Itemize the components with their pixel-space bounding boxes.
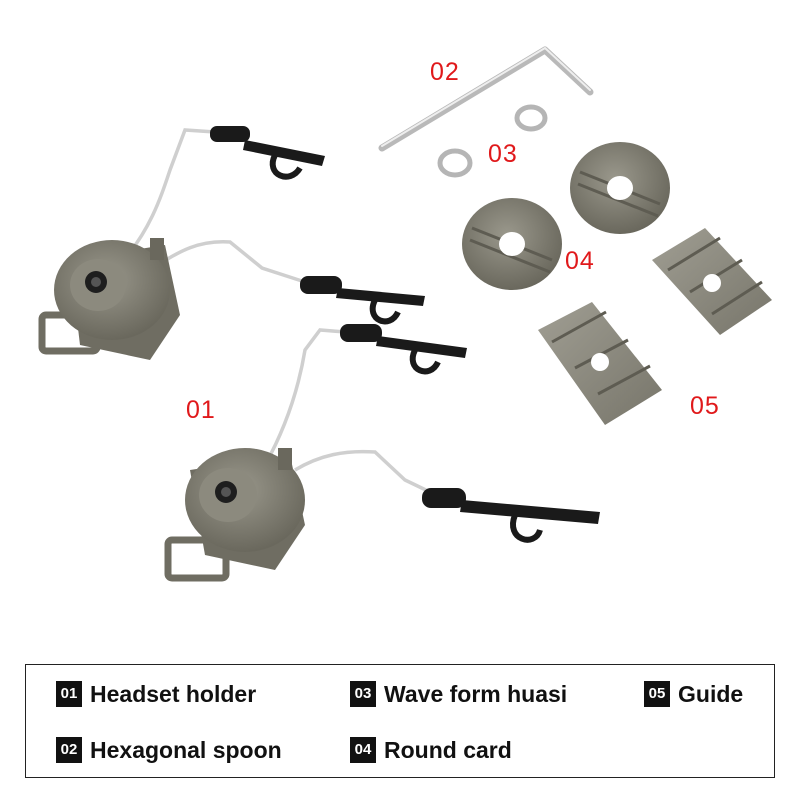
legend-item-hexagonal-spoon: 02 Hexagonal spoon <box>56 735 282 765</box>
clip-black <box>300 276 425 325</box>
label-02: 02 <box>430 58 460 86</box>
guide-rail <box>652 228 772 335</box>
round-card <box>570 142 670 234</box>
legend-text: Wave form huasi <box>384 680 568 707</box>
headset-holder-a <box>38 126 425 360</box>
label-01: 01 <box>186 396 216 424</box>
legend-item-guide: 05 Guide <box>644 679 743 709</box>
label-03: 03 <box>488 140 518 168</box>
clip-black <box>422 488 600 543</box>
legend-number: 01 <box>56 681 82 707</box>
round-card <box>462 198 562 290</box>
wave-washers <box>437 104 548 178</box>
guide-rail <box>538 302 662 425</box>
hex-key <box>378 46 594 152</box>
label-04: 04 <box>565 247 595 275</box>
label-05: 05 <box>690 392 720 420</box>
parts-legend: 01 Headset holder 02 Hexagonal spoon 03 … <box>25 664 775 778</box>
clip-black <box>340 324 467 375</box>
legend-item-wave-form-huasi: 03 Wave form huasi <box>350 679 567 709</box>
headset-holder-b <box>164 324 600 582</box>
legend-text: Hexagonal spoon <box>90 736 282 763</box>
legend-text: Round card <box>384 736 512 763</box>
legend-number: 04 <box>350 737 376 763</box>
clip-black <box>210 126 325 180</box>
product-photo <box>38 46 772 582</box>
legend-text: Headset holder <box>90 680 257 707</box>
legend-text: Guide <box>678 680 744 707</box>
legend-number: 03 <box>350 681 376 707</box>
legend-item-headset-holder: 01 Headset holder <box>56 679 256 709</box>
legend-number: 05 <box>644 681 670 707</box>
legend-number: 02 <box>56 737 82 763</box>
legend-item-round-card: 04 Round card <box>350 735 512 765</box>
